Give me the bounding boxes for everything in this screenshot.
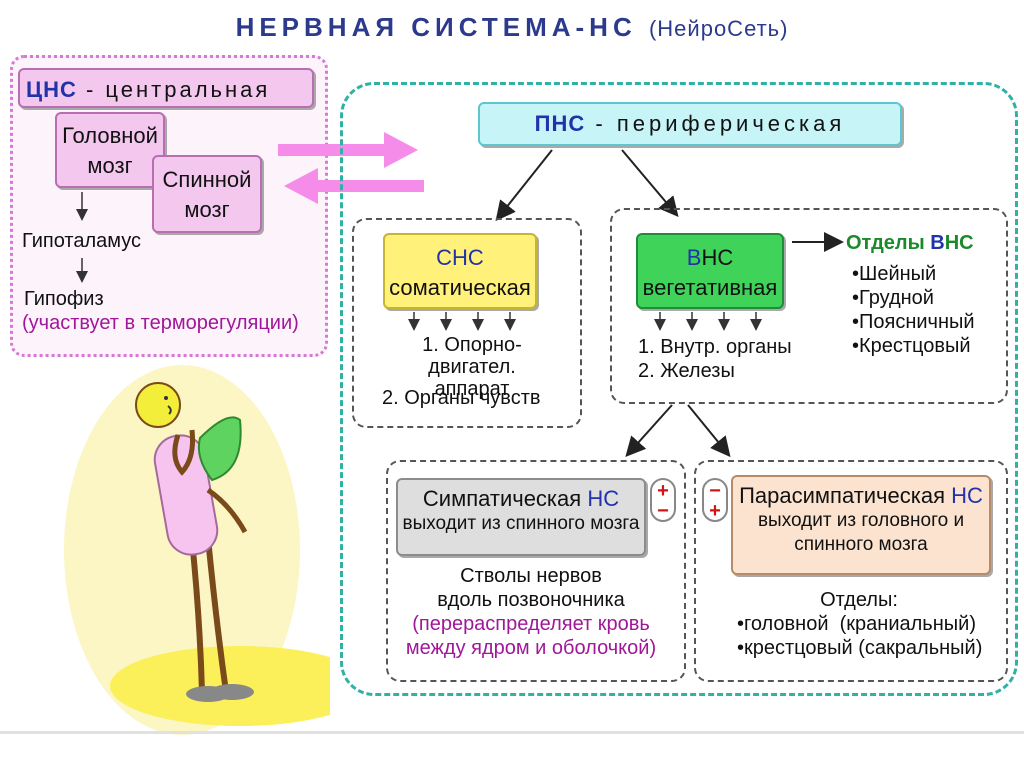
- symp-text-line-2: вдоль позвоночника: [437, 589, 625, 611]
- minus-plus-sign-icon: − +: [702, 478, 728, 522]
- stick-figure-illustration: [64, 365, 330, 735]
- vns-divisions-v: В: [930, 232, 945, 254]
- sns-item-1-line-1: 1. Опорно-двигател.: [422, 334, 522, 378]
- vns-division-item: •Грудной: [852, 287, 934, 309]
- vns-abbr-v: В: [686, 245, 702, 270]
- title-sub: (НейроСеть): [648, 16, 789, 41]
- para-division-item: •крестцовый (сакральный): [737, 637, 983, 659]
- title-ns: НС: [589, 12, 637, 42]
- cns-header-box: ЦНС - центральная: [18, 68, 314, 108]
- bottom-divider: [0, 731, 1024, 734]
- cns-abbr: ЦНС: [26, 77, 77, 102]
- para-divisions-list: •головной (краниальный) •крестцовый (сак…: [737, 612, 982, 660]
- vns-abbr-rest: НС: [701, 245, 734, 270]
- diagram-title: НЕРВНАЯ СИСТЕМА-НС (НейроСеть): [0, 12, 1024, 43]
- brain-box: Головной мозг: [55, 112, 165, 188]
- vns-divisions-list: •Шейный •Грудной •Поясничный •Крестцовый: [852, 262, 975, 358]
- cns-name: - центральная: [76, 77, 271, 102]
- plus-minus-sign-icon: + −: [650, 478, 676, 522]
- para-sub-line-2: спинного мозга: [794, 534, 928, 555]
- pituitary-label: Гипофиз: [24, 288, 104, 310]
- pituitary-note: (участвует в терморегуляции): [22, 312, 299, 334]
- sns-abbr: СНС: [436, 245, 484, 270]
- vns-divisions-post: НС: [944, 232, 974, 254]
- brain-label-1: Головной: [62, 123, 158, 148]
- vns-divisions-title: Отделы ВНС: [846, 232, 974, 255]
- para-title-pre: Парасимпатическая: [739, 483, 952, 508]
- vns-item-2: 2. Железы: [638, 360, 735, 382]
- para-division-item: •головной (краниальный): [737, 613, 976, 635]
- vns-box: ВНС вегетативная: [636, 233, 784, 309]
- symp-sub: выходит из спинного мозга: [402, 513, 640, 534]
- title-main: НЕРВНАЯ СИСТЕМА-: [235, 12, 590, 42]
- vns-panel: [610, 208, 1008, 404]
- spine-label-1: Спинной: [162, 167, 252, 192]
- symp-title-ns: НС: [587, 486, 620, 511]
- vns-division-item: •Поясничный: [852, 311, 975, 333]
- sns-panel: [352, 218, 582, 428]
- symp-text-line-1: Стволы нервов: [460, 565, 602, 587]
- para-divisions-title: Отделы:: [820, 589, 898, 611]
- parasympathetic-box: Парасимпатическая НС выходит из головног…: [731, 475, 991, 575]
- pns-abbr: ПНС: [534, 111, 586, 136]
- parasympathetic-panel: [694, 460, 1008, 682]
- sns-item-2: 2. Органы чувств: [382, 387, 541, 409]
- symp-sign-top: +: [657, 480, 669, 502]
- para-sub-line-1: выходит из головного и: [757, 510, 965, 531]
- sns-item-1: 1. Опорно-двигател. аппарат: [382, 334, 562, 400]
- pns-name: - периферическая: [585, 111, 846, 136]
- spine-label-2: мозг: [184, 197, 230, 222]
- symp-note-line-2: между ядром и оболочкой): [405, 637, 657, 659]
- spinal-cord-box: Спинной мозг: [152, 155, 262, 233]
- sympathetic-panel: [386, 460, 686, 682]
- para-sign-bottom: +: [709, 500, 721, 522]
- double-arrow-icon: [278, 132, 424, 204]
- vns-name: вегетативная: [642, 275, 778, 300]
- pns-panel: [340, 82, 1018, 696]
- sns-name: соматическая: [389, 275, 531, 300]
- vns-divisions-pre: Отделы: [846, 232, 931, 254]
- hypothalamus-label: Гипоталамус: [22, 230, 141, 252]
- para-title-ns: НС: [951, 483, 983, 508]
- symp-note-line-1: (перераспределяет кровь: [412, 613, 650, 635]
- vns-division-item: •Шейный: [852, 263, 937, 285]
- vns-division-item: •Крестцовый: [852, 335, 971, 357]
- pns-header-box: ПНС - периферическая: [478, 102, 902, 146]
- symp-title-pre: Симпатическая: [422, 486, 588, 511]
- sympathetic-box: Симпатическая НС выходит из спинного моз…: [396, 478, 646, 556]
- symp-sign-bottom: −: [657, 500, 669, 522]
- sns-item-1-line-2: аппарат: [434, 378, 510, 400]
- brain-label-2: мозг: [87, 153, 133, 178]
- para-sign-top: −: [709, 480, 721, 502]
- vns-item-1: 1. Внутр. органы: [638, 336, 792, 358]
- sns-box: СНС соматическая: [383, 233, 537, 309]
- symp-text: Стволы нервов вдоль позвоночника (перера…: [396, 564, 666, 660]
